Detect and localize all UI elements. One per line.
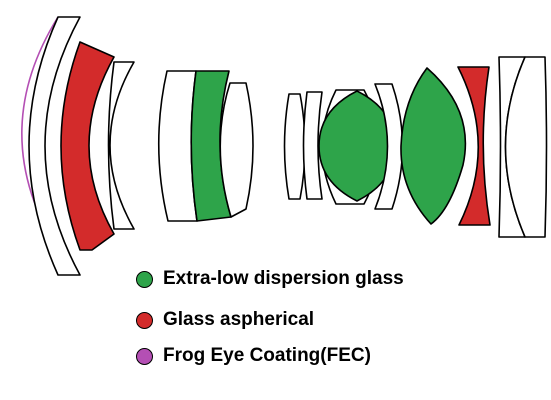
lens-element-11: [374, 83, 404, 210]
legend-label-aspherical: Glass aspherical: [163, 309, 315, 330]
green-dot-icon: [136, 270, 153, 288]
lens-element-2-aspherical: [60, 41, 115, 251]
legend-item-aspherical: Glass aspherical: [136, 307, 314, 333]
legend-label-ed: Extra-low dispersion glass: [163, 268, 404, 289]
lens-element-7: [283, 93, 306, 200]
legend-item-fec: Frog Eye Coating(FEC): [136, 343, 371, 369]
lens-element-12-ed: [400, 67, 467, 225]
purple-dot-icon: [136, 347, 153, 365]
lens-element-6: [219, 82, 254, 218]
lens-element-3: [107, 61, 135, 230]
lens-element-13-aspherical: [457, 66, 491, 226]
lens-element-8: [302, 91, 323, 200]
legend-label-fec: Frog Eye Coating(FEC): [163, 345, 371, 366]
lens-element-1: [28, 16, 81, 276]
lens-element-15: [504, 56, 548, 238]
legend-item-ed: Extra-low dispersion glass: [136, 266, 404, 292]
red-dot-icon: [136, 311, 153, 329]
